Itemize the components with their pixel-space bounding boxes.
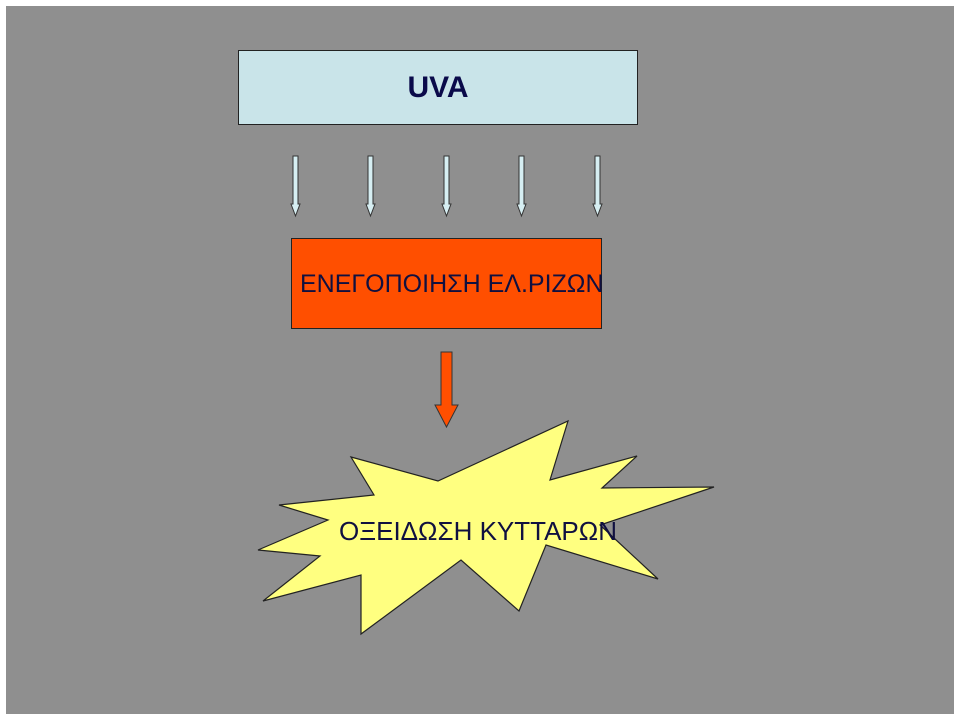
uva-arrows — [290, 155, 603, 218]
uva-arrow-3 — [441, 155, 452, 218]
result-burst — [257, 419, 715, 636]
uva-arrow-2 — [365, 155, 376, 218]
uva-arrow-4 — [516, 155, 527, 218]
uva-box: UVA — [238, 50, 638, 125]
radical-activation-box — [291, 238, 602, 329]
uva-arrow-5 — [592, 155, 603, 218]
uva-label: UVA — [407, 70, 469, 104]
radical-activation-label: ΕΝΕΓΟΠΟΙΗΣΗ ΕΛ.ΡΙΖΩΝ — [300, 270, 604, 298]
uva-arrow-1 — [290, 155, 301, 218]
cell-oxidation-label: ΟΞΕΙΔΩΣΗ ΚΥΤΤΑΡΩΝ — [339, 516, 617, 546]
process-arrow — [434, 351, 459, 429]
